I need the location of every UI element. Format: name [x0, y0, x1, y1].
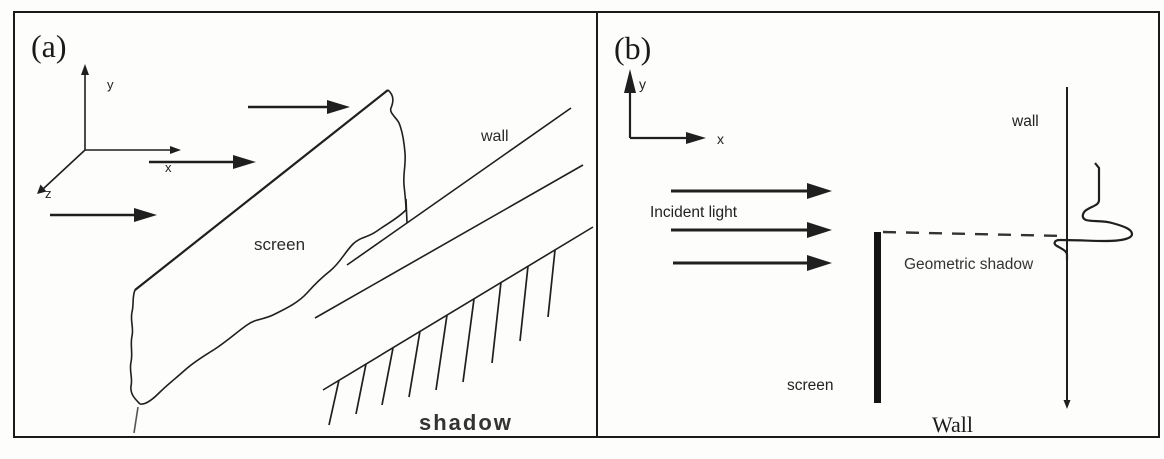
panel-divider [596, 13, 598, 436]
z-axis-line [42, 149, 86, 190]
shadow-label: shadow [419, 410, 513, 435]
screen-top-edge [134, 89, 389, 291]
shadow-hatching [328, 249, 556, 426]
panel-a-diagram: (a) y x z [31, 28, 594, 435]
y-axis-label: y [107, 77, 114, 92]
panel-a-tag: (a) [31, 28, 67, 64]
y-axis-label: y [639, 76, 646, 92]
panel-b-axes: y x [624, 69, 724, 147]
hatch-stroke [462, 298, 475, 383]
panel-a: (a) y x z [15, 13, 596, 436]
hatch-stroke [381, 347, 394, 406]
x-axis-arrowhead-icon [686, 132, 706, 144]
x-axis-label: x [165, 160, 172, 175]
screen-bar [874, 232, 881, 403]
geometric-shadow-boundary: Geometric shadow [882, 230, 1065, 273]
incident-light-label: Incident light [650, 204, 738, 221]
hatch-stroke [491, 281, 502, 364]
screen-label-a: screen [254, 235, 305, 254]
wall-line-lower [314, 164, 584, 319]
panel-b: (b) y x Inci [598, 13, 1158, 436]
screen-bottom-edge [139, 209, 407, 405]
screen-right-edge [387, 89, 407, 211]
hatch-stroke [408, 330, 421, 398]
incident-ray-arrowhead-3-icon [807, 255, 832, 271]
z-axis-arrowhead-icon [37, 184, 47, 194]
intensity-curve [1053, 162, 1134, 260]
hatch-stroke [435, 314, 448, 391]
shadow-boundary-line [322, 226, 594, 391]
incident-ray-arrowhead-2-icon [233, 155, 256, 169]
hatch-stroke [519, 265, 529, 342]
screen-lower-tail [133, 406, 139, 434]
panel-b-tag: (b) [614, 30, 651, 66]
panel-b-incident-rays: Incident light [650, 183, 832, 271]
screen-sheet: screen [129, 89, 408, 434]
panel-b-diagram: (b) y x Inci [614, 30, 1134, 436]
wall-label-a: wall [480, 128, 509, 145]
screen-label-b: screen [787, 377, 834, 394]
geometric-shadow-dashed-line [882, 230, 1065, 238]
panel-a-incident-rays [50, 100, 350, 222]
wall-line-arrowhead-icon [1063, 400, 1071, 409]
incident-ray-arrowhead-2-icon [807, 222, 832, 238]
hatch-stroke [355, 363, 367, 415]
wall-screen: wall Wall [932, 87, 1071, 436]
figure-frame: (a) y x z [13, 11, 1160, 438]
y-axis-arrowhead-icon [624, 69, 636, 93]
wall-plane: wall [314, 107, 584, 319]
shadow-region: shadow [322, 226, 594, 435]
x-axis-label: x [717, 131, 724, 147]
hatch-stroke [328, 379, 340, 426]
y-axis-arrowhead-icon [81, 64, 89, 75]
incident-ray-arrowhead-3-icon [134, 208, 157, 222]
geometric-shadow-label: Geometric shadow [904, 256, 1034, 273]
z-axis-label: z [45, 186, 52, 201]
panel-a-axes: y x z [37, 64, 181, 201]
incident-ray-arrowhead-1-icon [327, 100, 350, 114]
wall-caption: Wall [932, 412, 973, 436]
hatch-stroke [547, 249, 556, 318]
wall-label-b: wall [1011, 113, 1039, 130]
screen-edge-tick [405, 198, 408, 224]
x-axis-arrowhead-icon [170, 146, 181, 154]
wall-line-upper [346, 107, 572, 266]
screen-left-edge [129, 289, 141, 405]
incident-ray-arrowhead-1-icon [807, 183, 832, 199]
screen-edge-bar: screen [787, 232, 881, 403]
